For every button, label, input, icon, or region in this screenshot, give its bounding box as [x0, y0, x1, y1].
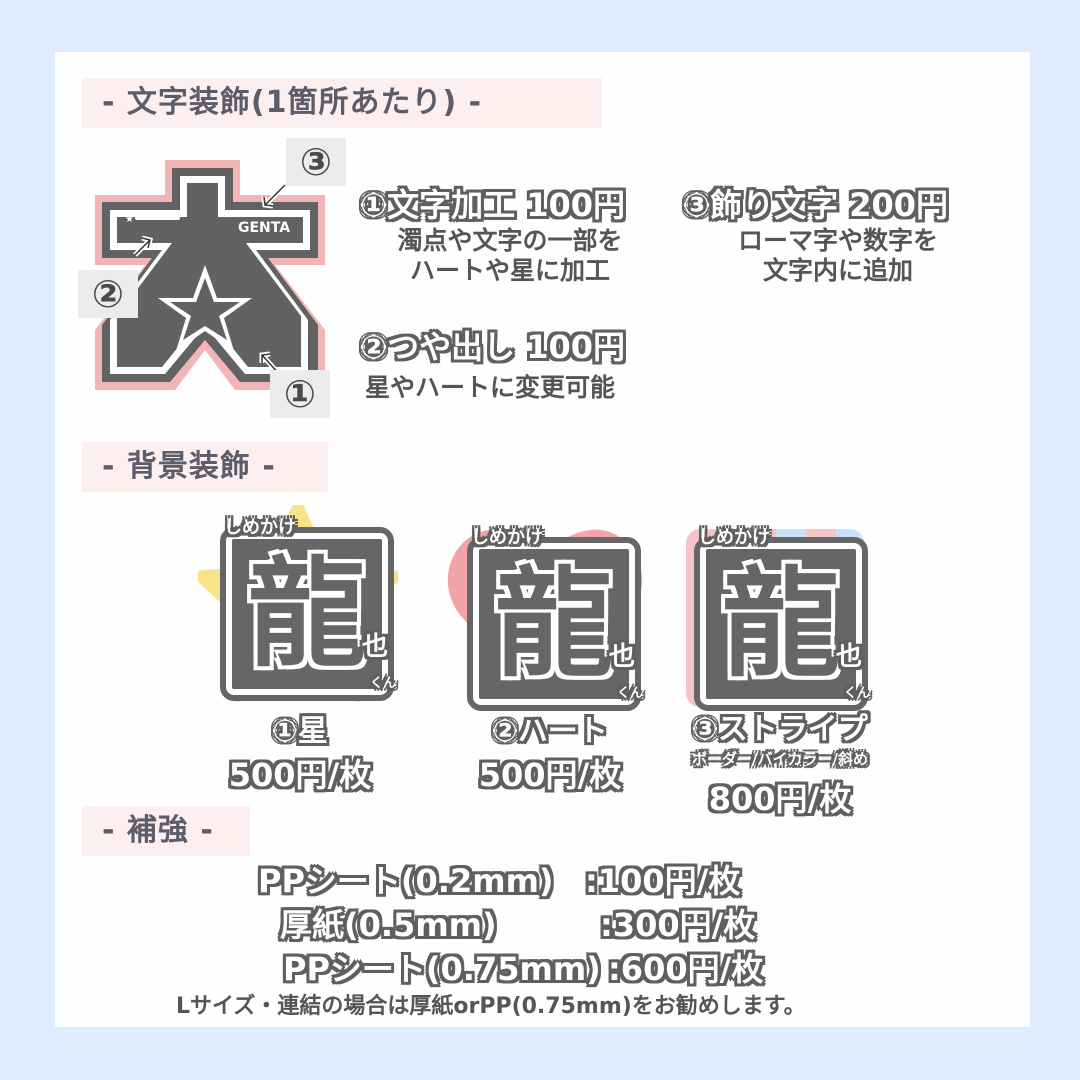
- kanji-sample-icon: ★ GENTA: [95, 160, 325, 390]
- plate-kanji: 龍: [247, 545, 366, 683]
- reinforcement-note: Lサイズ・連結の場合は厚紙orPP(0.75mm)をお勧めします。: [176, 994, 806, 1019]
- plate-side-text: 也: [361, 632, 388, 662]
- option-3-title: ③飾り文字 200円: [683, 186, 949, 224]
- sample-heart-price: 500円/枚: [478, 756, 622, 794]
- sample-star: 龍 しめかけ 也 くん: [198, 505, 398, 705]
- reinforcement-row-2-price: :300円/枚: [600, 906, 756, 944]
- reinforcement-row-1-name: PPシート(0.2mm): [258, 862, 554, 900]
- plate-top-text: しめかけ: [224, 517, 296, 538]
- sample-stripe-sub: ボーダー/バイカラー/斜め: [692, 750, 868, 768]
- text-decoration-illustration: ★ GENTA: [90, 150, 340, 410]
- reinforcement-row-3-name: PPシート(0.75mm): [283, 950, 601, 988]
- plate-suffix: くん: [369, 676, 396, 691]
- marker-3: ③: [286, 138, 346, 186]
- section-title-reinforcement: - 補強 -: [82, 806, 250, 856]
- marker-2: ②: [78, 270, 138, 318]
- option-1-desc-line-1: 濁点や文字の一部を: [397, 226, 623, 255]
- plate-side-text: 也: [835, 642, 862, 672]
- plate-suffix: くん: [843, 686, 870, 701]
- plate-top-text: しめかけ: [471, 527, 543, 548]
- sample-star-label: ①星: [272, 714, 328, 749]
- option-1-desc: 濁点や文字の一部を ハートや星に加工: [360, 226, 660, 286]
- section-title-text-decoration: - 文字装飾(1箇所あたり) -: [82, 78, 602, 128]
- svg-text:★: ★: [125, 214, 134, 225]
- name-plate: 龍 しめかけ 也 くん: [220, 517, 396, 701]
- reinforcement-row-3-price: :600円/枚: [608, 950, 764, 988]
- name-plate: 龍 しめかけ 也 くん: [467, 527, 643, 711]
- sample-stripe-label: ③ストライプ: [692, 712, 868, 747]
- plate-suffix: くん: [616, 686, 643, 701]
- reinforcement-row-1-price: :100円/枚: [585, 862, 741, 900]
- section-title-background-decoration: - 背景装飾 -: [82, 442, 328, 492]
- reinforcement-row-2-name: 厚紙(0.5mm): [280, 906, 497, 944]
- svg-text:GENTA: GENTA: [238, 220, 290, 236]
- option-3-desc-line-2: 文字内に追加: [762, 256, 913, 285]
- option-2-desc: 星やハートに変更可能: [365, 373, 616, 402]
- option-3-desc-line-1: ローマ字や数字を: [737, 226, 938, 255]
- sample-star-price: 500円/枚: [228, 756, 372, 794]
- sample-stripe-price: 800円/枚: [708, 780, 852, 818]
- name-plate: 龍 しめかけ 也 くん: [694, 527, 870, 711]
- sample-heart: 龍 しめかけ 也 くん: [445, 515, 645, 715]
- plate-kanji: 龍: [494, 555, 613, 693]
- plate-top-text: しめかけ: [698, 527, 770, 548]
- option-1-desc-line-2: ハートや星に加工: [409, 256, 610, 285]
- option-2-title: ②つや出し 100円: [360, 328, 626, 366]
- plate-kanji: 龍: [721, 555, 840, 693]
- marker-1: ①: [270, 370, 330, 418]
- plate-side-text: 也: [608, 642, 635, 672]
- sample-stripe: 龍 しめかけ 也 くん: [672, 515, 872, 715]
- option-1-title: ①文字加工 100円: [360, 186, 626, 224]
- sample-heart-label: ②ハート: [492, 714, 608, 749]
- option-3-desc: ローマ字や数字を 文字内に追加: [683, 226, 993, 286]
